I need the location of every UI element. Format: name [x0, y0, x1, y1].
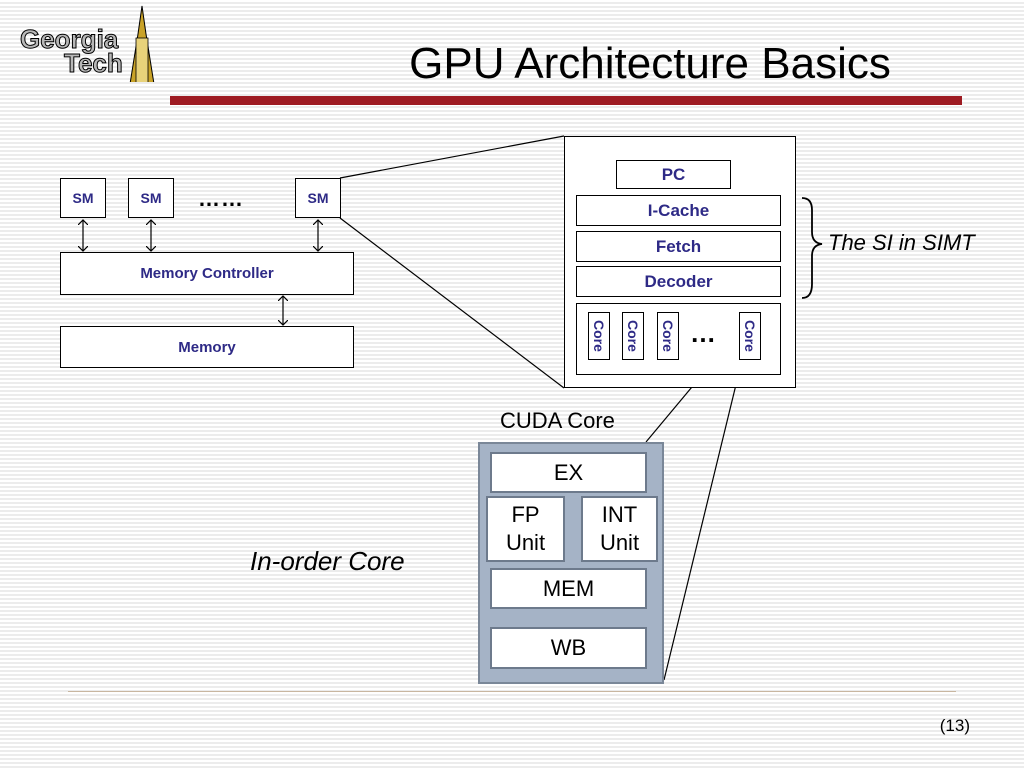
logo-text-georgia: Georgia	[20, 24, 119, 54]
georgia-tech-logo: Georgia Tech	[14, 4, 164, 85]
sm-label: SM	[140, 190, 162, 206]
cuda-core-label: CUDA Core	[500, 408, 615, 433]
sm-label: SM	[72, 190, 94, 206]
core-label: Core	[625, 320, 641, 352]
zoom-line-bottom	[339, 217, 565, 389]
mem-label: MEM	[542, 575, 595, 601]
memory-block: Memory	[60, 326, 354, 368]
page-number: (13)	[939, 716, 970, 735]
int-label-line2: Unit	[599, 530, 640, 555]
core-ellipsis: …	[690, 318, 717, 348]
core-label: Core	[742, 320, 758, 352]
core-zoom-line-right	[663, 359, 743, 681]
ex-label: EX	[553, 459, 584, 485]
fp-label-line2: Unit	[505, 530, 546, 555]
core-2: Core	[622, 312, 644, 360]
sm-block-3: SM	[295, 178, 341, 218]
wb-label: WB	[550, 635, 587, 660]
fp-unit: FP Unit	[486, 496, 565, 562]
core-label: Core	[660, 320, 676, 352]
ex-stage: EX	[490, 452, 647, 493]
mem-stage: MEM	[490, 568, 647, 609]
slide-title: GPU Architecture Basics	[409, 39, 891, 88]
decoder-label: Decoder	[644, 271, 713, 291]
simt-label: The SI in SIMT	[828, 230, 975, 255]
icache-stage: I-Cache	[576, 195, 781, 226]
core-3: Core	[657, 312, 679, 360]
decoder-stage: Decoder	[576, 266, 781, 297]
icache-label: I-Cache	[647, 200, 710, 220]
memory-controller-label: Memory Controller	[140, 265, 274, 282]
title-underline-bar	[170, 96, 962, 105]
in-order-core-label: In-order Core	[250, 546, 405, 576]
memory-controller: Memory Controller	[60, 252, 354, 295]
footer-divider	[68, 691, 956, 692]
fetch-label: Fetch	[655, 236, 702, 256]
fetch-stage: Fetch	[576, 231, 781, 262]
sm-block-1: SM	[60, 178, 106, 218]
fp-label-line1: FP	[511, 502, 540, 527]
simt-brace	[801, 197, 823, 299]
int-unit: INT Unit	[581, 496, 658, 562]
pc-box: PC	[616, 160, 731, 189]
wb-stage: WB	[490, 627, 647, 669]
core-4: Core	[739, 312, 761, 360]
pc-label: PC	[661, 164, 686, 184]
zoom-line-top	[339, 135, 565, 179]
logo-text-tech: Tech	[64, 48, 123, 78]
memory-label: Memory	[178, 338, 236, 356]
sm-label: SM	[307, 190, 329, 206]
sm-ellipsis: ……	[198, 186, 244, 211]
sm-block-2: SM	[128, 178, 174, 218]
core-1: Core	[588, 312, 610, 360]
core-label: Core	[591, 320, 607, 352]
int-label-line1: INT	[601, 502, 638, 527]
